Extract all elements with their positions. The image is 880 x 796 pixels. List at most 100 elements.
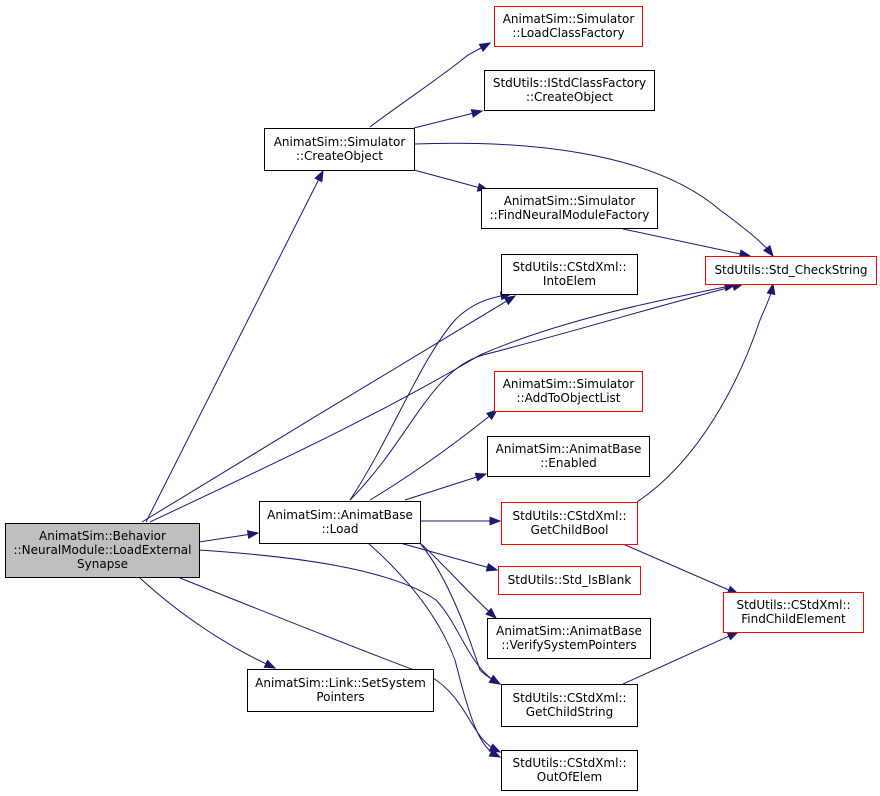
- node-box: [259, 501, 421, 544]
- node-box: [501, 502, 638, 545]
- node-box: [494, 6, 643, 47]
- node-label: AnimatSim::Link::SetSystem: [255, 676, 426, 690]
- node-box: [501, 750, 638, 791]
- node-outofelem[interactable]: StdUtils::CStdXml::OutOfElem: [501, 750, 638, 791]
- node-label: AnimatSim::AnimatBase: [496, 624, 642, 638]
- node-label: ::NeuralModule::LoadExternal: [14, 543, 192, 557]
- node-load[interactable]: AnimatSim::AnimatBase::Load: [259, 501, 421, 544]
- edge-load-to-addtoobjectlist: [369, 409, 499, 501]
- node-label: AnimatSim::Simulator: [503, 377, 635, 391]
- edge-line: [399, 542, 498, 571]
- edge-line: [413, 110, 483, 129]
- arrowhead: [488, 748, 502, 758]
- node-findneuralmodulefactory[interactable]: AnimatSim::Simulator::FindNeuralModuleFa…: [481, 188, 658, 229]
- edge-findneuralmodulefactory-to-checkstring: [622, 228, 752, 259]
- node-box: [484, 70, 655, 111]
- arrowhead: [763, 244, 774, 258]
- node-label: ::CreateObject: [526, 90, 613, 104]
- edge-createobject-to-loadclassfactory: [369, 42, 492, 128]
- node-label: StdUtils::Std_IsBlank: [508, 573, 632, 587]
- arrowhead: [726, 631, 740, 641]
- node-label: ::AddToObjectList: [516, 391, 620, 405]
- edge-getchildbool-to-checkstring: [636, 282, 776, 503]
- edge-line: [369, 409, 498, 501]
- node-box: [481, 188, 658, 229]
- edge-load-to-getchildstring: [419, 542, 502, 685]
- node-checkstring[interactable]: StdUtils::Std_CheckString: [705, 256, 877, 285]
- edge-load-to-enabled: [404, 472, 488, 501]
- node-label: FindChildElement: [741, 612, 846, 626]
- edge-line: [622, 543, 739, 595]
- nodes-layer: AnimatSim::Behavior::NeuralModule::LoadE…: [5, 6, 877, 791]
- edge-line: [367, 542, 501, 758]
- arrowhead: [485, 562, 499, 572]
- edge-line: [413, 169, 489, 191]
- node-label: AnimatSim::Simulator: [504, 194, 636, 208]
- node-box: [498, 566, 641, 595]
- node-intoelem[interactable]: StdUtils::CStdXml::IntoElem: [501, 254, 638, 295]
- arrowhead: [478, 42, 492, 53]
- node-getchildstring[interactable]: StdUtils::CStdXml::GetChildString: [501, 684, 638, 727]
- arrowhead: [246, 530, 260, 540]
- edge-createobject-to-checkstring: [413, 142, 774, 258]
- node-label: StdUtils::IStdClassFactory: [493, 76, 646, 90]
- arrowhead: [474, 472, 488, 482]
- node-label: StdUtils::CStdXml::: [512, 509, 626, 523]
- edge-line: [369, 42, 491, 128]
- node-box: [247, 669, 434, 712]
- node-box: [264, 128, 415, 171]
- node-enabled[interactable]: AnimatSim::AnimatBase::Enabled: [487, 436, 650, 477]
- node-label: AnimatSim::AnimatBase: [496, 442, 642, 456]
- edge-load-to-isblank: [399, 542, 499, 572]
- node-box: [494, 371, 643, 412]
- edge-line: [349, 293, 512, 501]
- arrowhead: [485, 607, 498, 619]
- node-label: Pointers: [316, 690, 364, 704]
- edge-line: [149, 284, 736, 523]
- node-box: [501, 684, 638, 727]
- node-box: [487, 618, 651, 659]
- node-label: StdUtils::CStdXml::: [736, 598, 850, 612]
- edge-line: [413, 142, 774, 257]
- arrowhead: [488, 674, 502, 685]
- node-createobject[interactable]: AnimatSim::Simulator::CreateObject: [264, 128, 415, 171]
- node-istdclassfactory[interactable]: StdUtils::IStdClassFactory::CreateObject: [484, 70, 655, 111]
- node-loadclassfactory[interactable]: AnimatSim::Simulator::LoadClassFactory: [494, 6, 643, 47]
- node-addtoobjectlist[interactable]: AnimatSim::Simulator::AddToObjectList: [494, 371, 643, 412]
- edge-line: [349, 283, 744, 501]
- edge-createobject-to-istdclassfactory: [413, 109, 484, 129]
- edge-root-to-intoelem: [141, 295, 517, 523]
- arrowhead: [470, 109, 484, 118]
- node-verifysystempointers[interactable]: AnimatSim::AnimatBase::VerifySystemPoint…: [487, 618, 651, 659]
- node-box: [705, 256, 877, 285]
- node-isblank[interactable]: StdUtils::Std_IsBlank: [498, 566, 641, 595]
- node-label: OutOfElem: [537, 770, 602, 784]
- edge-line: [145, 170, 324, 523]
- arrowhead: [263, 659, 277, 669]
- node-label: AnimatSim::Simulator: [274, 135, 406, 149]
- edge-load-to-verifysystempointers: [419, 542, 498, 619]
- node-getchildbool[interactable]: StdUtils::CStdXml::GetChildBool: [501, 502, 638, 545]
- node-box: [501, 254, 638, 295]
- edge-line: [139, 577, 276, 669]
- node-label: StdUtils::CStdXml::: [512, 691, 626, 705]
- node-root[interactable]: AnimatSim::Behavior::NeuralModule::LoadE…: [5, 523, 200, 578]
- node-label: AnimatSim::Behavior: [39, 529, 166, 543]
- edge-load-to-getchildbool: [420, 516, 502, 526]
- arrowhead: [766, 282, 776, 296]
- node-findchildelement[interactable]: StdUtils::CStdXml::FindChildElement: [723, 592, 864, 633]
- arrowhead: [485, 409, 499, 421]
- edge-line: [622, 228, 751, 257]
- node-label: AnimatSim::AnimatBase: [267, 508, 413, 522]
- node-box: [487, 436, 650, 477]
- edge-line: [636, 283, 774, 503]
- node-label: GetChildString: [526, 705, 613, 719]
- node-label: ::Load: [322, 522, 359, 536]
- edge-root-to-linksetsystempointers: [139, 577, 277, 669]
- edge-line: [179, 577, 501, 753]
- edge-line: [404, 473, 487, 501]
- node-box: [723, 592, 864, 633]
- edge-root-to-checkstring: [149, 282, 737, 523]
- edge-root-to-getchildstring: [198, 549, 502, 685]
